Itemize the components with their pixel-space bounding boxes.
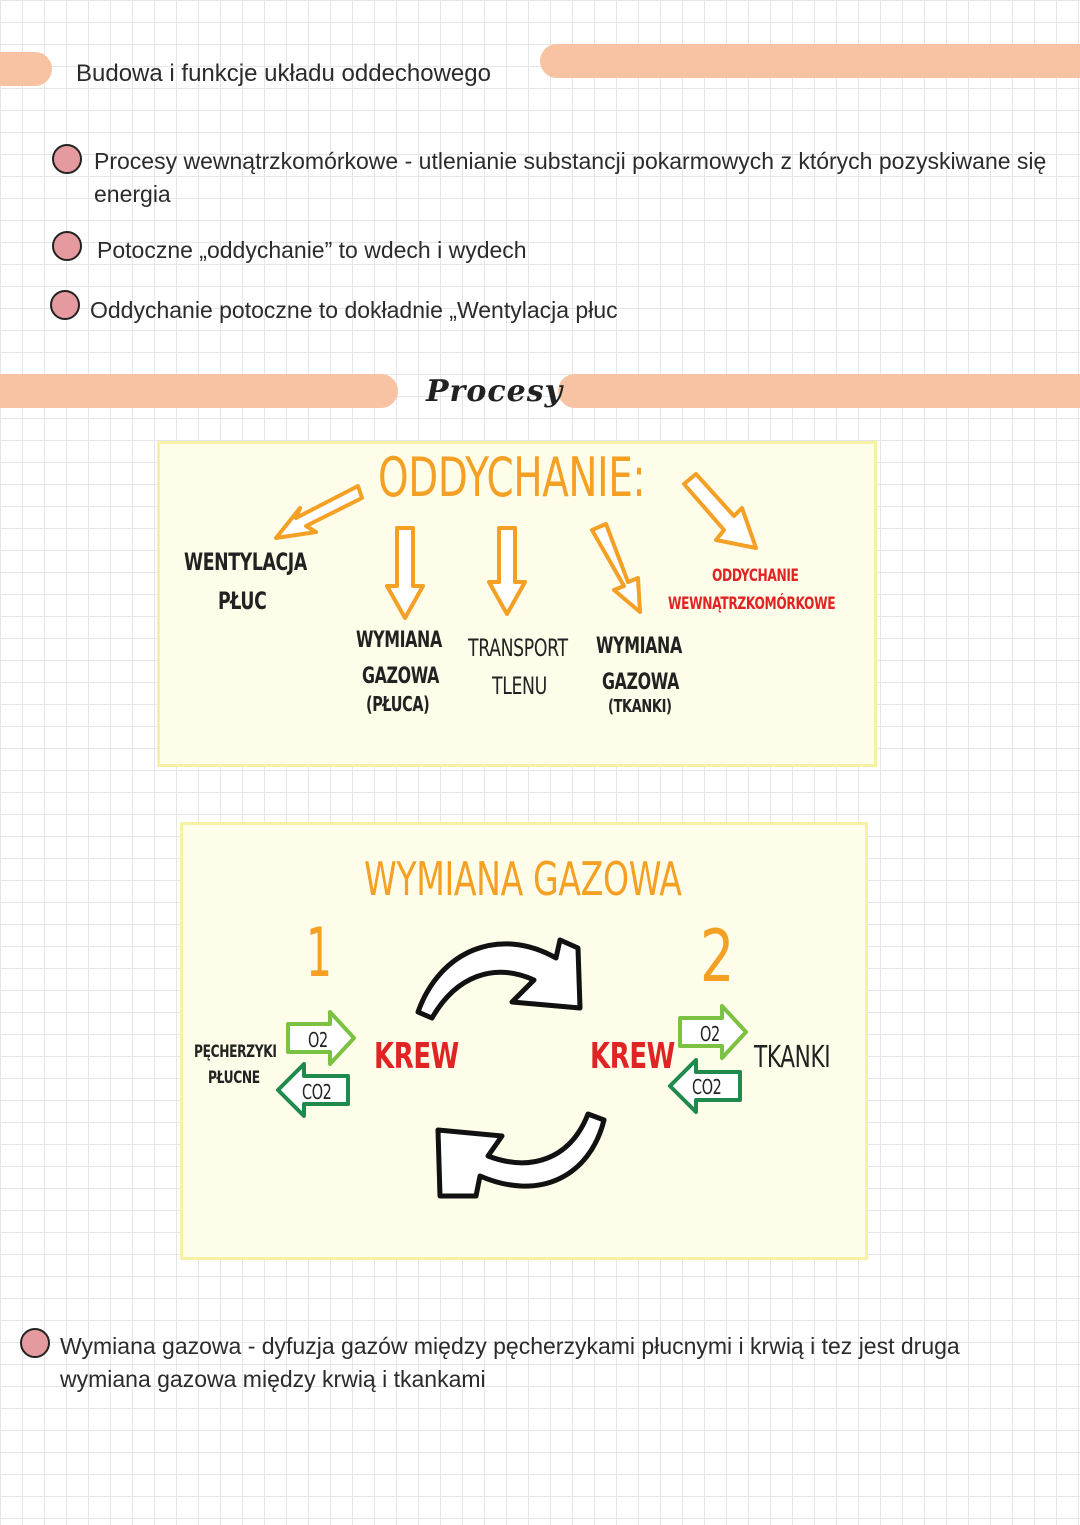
bullet-icon: [52, 231, 82, 261]
bullet-icon: [50, 290, 80, 320]
krew-left-label: KREW: [374, 1036, 459, 1077]
footer-text-2: wymiana gazowa między krwią i tkankami: [60, 1366, 486, 1392]
co2-label-left: CO2: [302, 1080, 332, 1104]
oddychanie-diagram-box: [157, 441, 877, 767]
curved-arrow-right-icon: [415, 937, 583, 1021]
krew-right-label: KREW: [590, 1036, 675, 1077]
arrow-down-icon: [487, 526, 527, 616]
transport-label: TRANSPORT: [468, 634, 568, 662]
arrow-right-icon: [678, 1004, 748, 1060]
step-number-2: 2: [700, 914, 735, 998]
footer-text-1: Wymiana gazowa - dyfuzja gazów między pę…: [60, 1333, 960, 1359]
bullet-text-2: Potoczne „oddychanie” to wdech i wydech: [97, 237, 527, 263]
o2-label-left: O2: [308, 1028, 328, 1052]
wymiana-pluca-label: WYMIANA: [356, 628, 442, 653]
section-accent-right: [558, 374, 1080, 408]
o2-label-right: O2: [700, 1022, 720, 1046]
oddychanie-title: ODDYCHANIE:: [378, 446, 646, 509]
section-title: Procesy: [426, 374, 564, 409]
oddychanie-wewn-label: ODDYCHANIE: [712, 566, 799, 586]
arrow-left-icon: [668, 1058, 742, 1114]
arrow-left-icon: [276, 1062, 350, 1118]
page-title: Budowa i funkcje układu oddechowego: [76, 60, 491, 87]
arrow-down-right-icon: [590, 522, 642, 614]
oddychanie-wewn-label-2: WEWNĄTRZKOMÓRKOWE: [668, 594, 836, 614]
wentylacja-label: WENTYLACJA: [184, 548, 307, 576]
co2-label-right: CO2: [692, 1075, 722, 1099]
wymiana-gazowa-title: WYMIANA GAZOWA: [364, 852, 682, 906]
wymiana-pluca-label-2: GAZOWA: [362, 664, 440, 689]
pecherzyki-label: PĘCHERZYKI: [194, 1042, 277, 1062]
bullet-icon: [52, 144, 82, 174]
bullet-icon: [20, 1328, 50, 1358]
arrow-down-right-icon: [682, 472, 758, 550]
oddychanie-arrows: [274, 472, 758, 620]
step-number-1: 1: [306, 914, 332, 993]
transport-label-2: TLENU: [492, 672, 547, 700]
wymiana-tkanki-label-2: GAZOWA: [602, 670, 680, 695]
bullet-text-1: Procesy wewnątrzkomórkowe - utlenianie s…: [94, 148, 1047, 207]
bullet-text-3: Oddychanie potoczne to dokładnie „Wentyl…: [90, 297, 618, 323]
arrow-right-icon: [286, 1010, 356, 1066]
wymiana-tkanki-label: WYMIANA: [596, 634, 682, 659]
section-accent-left: [0, 374, 398, 408]
wentylacja-label-2: PŁUC: [218, 587, 267, 615]
header-accent-right: [540, 44, 1080, 78]
pecherzyki-label-2: PŁUCNE: [208, 1068, 260, 1088]
wymiana-pluca-label-3: (PŁUCA): [366, 692, 430, 716]
header-accent-left: [0, 52, 52, 86]
wymiana-tkanki-label-3: (TKANKI): [608, 696, 672, 717]
tkanki-label: TKANKI: [754, 1040, 831, 1075]
arrow-left-icon: [274, 484, 364, 540]
curved-arrow-left-icon: [435, 1111, 607, 1199]
arrow-down-icon: [385, 526, 425, 620]
